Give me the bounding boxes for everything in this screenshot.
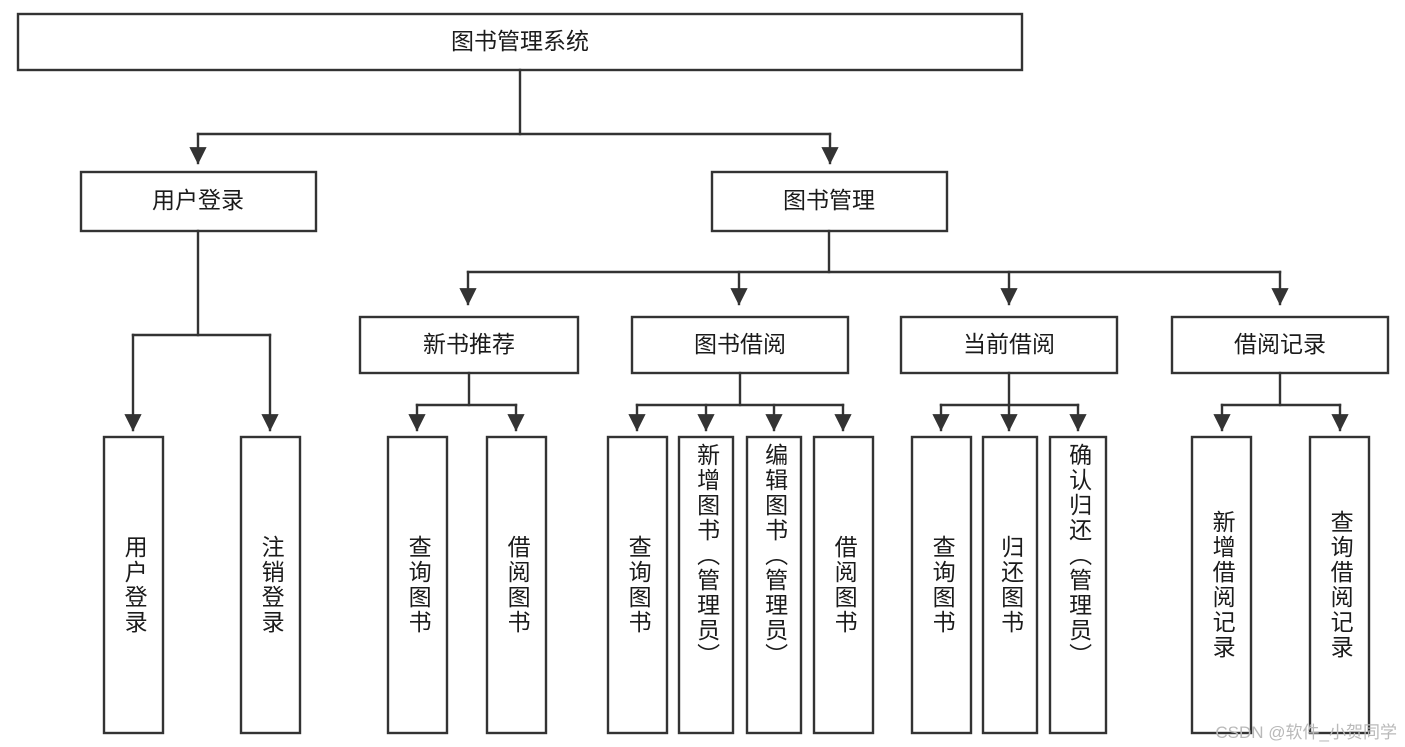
csdn-watermark: CSDN @软件_小贺同学 xyxy=(1215,723,1397,742)
leaf-box-new-book-0[interactable] xyxy=(386,435,449,735)
connector-new-book-recommend-children xyxy=(408,371,525,432)
leaf-box-new-book-1[interactable] xyxy=(485,435,548,735)
leaf-box-book-borrow-3[interactable] xyxy=(812,435,875,735)
node-new-book-recommend-box[interactable] xyxy=(358,315,580,375)
node-current-borrow[interactable]: 当前借阅 xyxy=(899,315,1119,375)
connector-book-borrow-children xyxy=(628,371,852,432)
leaf-box-borrow-records-0[interactable] xyxy=(1190,435,1253,735)
leaf-box-current-borrow-0[interactable] xyxy=(910,435,973,735)
node-root[interactable]: 图书管理系统 xyxy=(16,12,1024,72)
node-book-management-label: 图书管理 xyxy=(783,187,875,213)
leaf-box-user-login-0[interactable] xyxy=(102,435,165,735)
connector-root-bus xyxy=(189,68,839,165)
node-new-book-recommend[interactable]: 新书推荐 xyxy=(358,315,580,375)
node-borrow-records[interactable]: 借阅记录 xyxy=(1170,315,1390,375)
node-current-borrow-label: 当前借阅 xyxy=(963,331,1055,357)
connector-borrow-records-children xyxy=(1213,371,1349,432)
leaf-box-user-login-1[interactable] xyxy=(239,435,302,735)
node-borrow-records-label: 借阅记录 xyxy=(1234,331,1326,357)
node-current-borrow-box[interactable] xyxy=(899,315,1119,375)
connector-current-borrow-children xyxy=(932,371,1087,432)
node-user-login-box[interactable] xyxy=(79,170,318,233)
leaf-box-borrow-records-1[interactable] xyxy=(1308,435,1371,735)
node-root-box[interactable] xyxy=(16,12,1024,72)
leaf-box-book-borrow-1[interactable] xyxy=(677,435,735,735)
node-new-book-recommend-label: 新书推荐 xyxy=(423,331,515,357)
leaf-box-book-borrow-2[interactable] xyxy=(745,435,803,735)
node-user-login[interactable]: 用户登录 xyxy=(79,170,318,233)
node-root-label: 图书管理系统 xyxy=(451,28,589,54)
node-book-borrow[interactable]: 图书借阅 xyxy=(630,315,850,375)
node-book-borrow-label: 图书借阅 xyxy=(694,331,786,357)
node-book-management[interactable]: 图书管理 xyxy=(710,170,949,233)
leaf-box-current-borrow-2[interactable] xyxy=(1048,435,1108,735)
node-user-login-label: 用户登录 xyxy=(152,187,244,213)
leaf-box-book-borrow-0[interactable] xyxy=(606,435,669,735)
leaf-box-current-borrow-1[interactable] xyxy=(981,435,1039,735)
connector-book-management-bus xyxy=(459,229,1289,306)
connector-user-login-children xyxy=(124,229,279,432)
